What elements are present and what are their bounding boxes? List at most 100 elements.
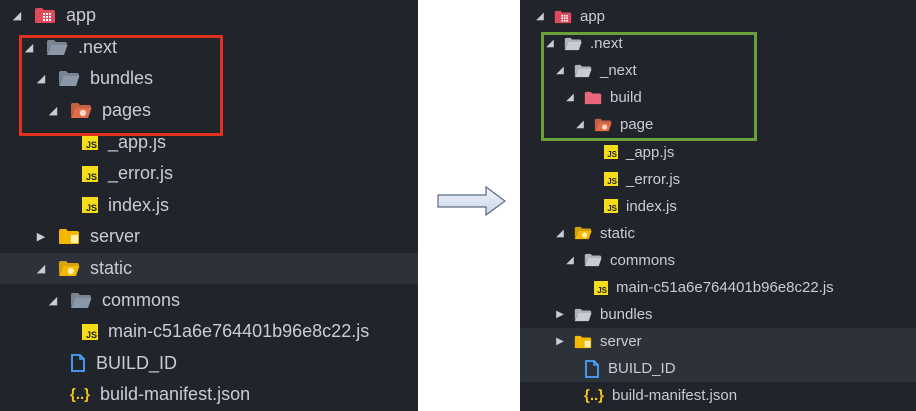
collapsed-twisty-icon[interactable]: ▶: [556, 309, 564, 321]
collapsed-twisty-icon[interactable]: ▶: [36, 231, 46, 244]
tree-item-label: bundles: [90, 68, 154, 89]
tree-row[interactable]: {..} build-manifest.json: [0, 379, 418, 411]
tree-item-label: _error.js: [108, 163, 174, 184]
js-file-icon: JS: [82, 165, 98, 182]
tree-row[interactable]: ◢ page: [520, 111, 916, 138]
expanded-twisty-icon[interactable]: ◢: [12, 10, 22, 23]
tree-item-label: main-c51a6e764401b96e8c22.js: [108, 321, 370, 342]
json-file-icon: {..}: [584, 387, 605, 405]
expanded-twisty-icon[interactable]: ◢: [48, 294, 58, 307]
tree-row[interactable]: ◢ commons: [520, 247, 916, 274]
tree-row[interactable]: ◢ static: [0, 252, 418, 285]
folder-icon: [584, 253, 602, 267]
tree-row[interactable]: ▶ server: [0, 221, 418, 253]
folder-icon: [70, 292, 92, 309]
tree-item-label: app: [580, 8, 606, 26]
expanded-twisty-icon[interactable]: ◢: [48, 105, 58, 118]
tree-item-label: build-manifest.json: [612, 387, 738, 405]
expanded-twisty-icon[interactable]: ◢: [576, 119, 584, 131]
server-folder-icon: [574, 335, 592, 349]
folder-icon: [564, 37, 582, 51]
tree-row[interactable]: JS _app.js: [520, 139, 916, 166]
build-folder-icon: [584, 91, 602, 105]
tree-item-label: server: [90, 226, 141, 247]
tree-row[interactable]: JS index.js: [520, 193, 916, 220]
tree-row[interactable]: ◢ .next: [520, 30, 916, 57]
tree-item-label: _error.js: [626, 170, 681, 188]
tree-item-label: build-manifest.json: [100, 384, 251, 405]
js-file-icon: JS: [604, 172, 618, 187]
tree-item-label: BUILD_ID: [608, 360, 676, 378]
expanded-twisty-icon[interactable]: ◢: [566, 92, 574, 104]
tree-row[interactable]: ▶ bundles: [520, 301, 916, 328]
tree-item-label: commons: [102, 289, 181, 310]
tree-row[interactable]: ◢ _next: [520, 57, 916, 84]
tree-row[interactable]: ◢ commons: [0, 284, 418, 316]
tree-row[interactable]: BUILD_ID: [0, 348, 418, 380]
tree-row[interactable]: ◢ build: [520, 84, 916, 111]
tree-row[interactable]: ◢ .next: [0, 32, 418, 64]
tree-item-label: bundles: [600, 306, 653, 324]
tree-item-label: commons: [610, 251, 676, 269]
tree-row[interactable]: ◢ app: [0, 0, 418, 32]
tree-row[interactable]: {..} build-manifest.json: [520, 382, 916, 409]
document-icon: [70, 354, 86, 373]
tree-item-label: app: [66, 5, 97, 26]
folder-icon: [58, 70, 80, 87]
tree-item-label: static: [600, 224, 636, 242]
expanded-twisty-icon[interactable]: ◢: [36, 73, 46, 86]
tree-item-label: _next: [600, 62, 637, 80]
tree-item-label: static: [90, 258, 133, 279]
folder-icon: [574, 308, 592, 322]
tree-item-label: page: [620, 116, 654, 134]
tree-row[interactable]: ◢ bundles: [0, 63, 418, 95]
expanded-twisty-icon[interactable]: ◢: [556, 227, 564, 239]
expanded-twisty-icon[interactable]: ◢: [566, 254, 574, 266]
tree-row[interactable]: ▶ server: [520, 328, 916, 356]
tree-item-label: BUILD_ID: [96, 352, 178, 373]
tree-row[interactable]: ◢ app: [520, 3, 916, 30]
tree-row[interactable]: JS main-c51a6e764401b96e8c22.js: [0, 316, 418, 348]
tree-row[interactable]: JS _app.js: [0, 126, 418, 158]
collapsed-twisty-icon[interactable]: ▶: [556, 336, 564, 348]
tree-item-label: .next: [590, 35, 623, 53]
arrow-right-icon: [437, 186, 507, 216]
expanded-twisty-icon[interactable]: ◢: [536, 11, 544, 23]
tree-item-label: _app.js: [626, 143, 675, 161]
folder-icon: [574, 64, 592, 78]
js-file-icon: JS: [82, 197, 98, 214]
static-folder-icon: [574, 226, 592, 240]
js-file-icon: JS: [82, 323, 98, 340]
static-folder-icon: [58, 260, 80, 277]
expanded-twisty-icon[interactable]: ◢: [24, 41, 34, 54]
tree-item-label: .next: [78, 36, 118, 57]
tree-row[interactable]: JS main-c51a6e764401b96e8c22.js: [520, 274, 916, 301]
tree-item-label: index.js: [108, 194, 170, 215]
folder-icon: [46, 39, 68, 56]
tree-item-label: index.js: [626, 197, 677, 215]
tree-item-label: server: [600, 333, 642, 351]
tree-item-label: main-c51a6e764401b96e8c22.js: [616, 279, 834, 297]
json-file-icon: {..}: [70, 386, 91, 404]
tree-row[interactable]: JS _error.js: [520, 166, 916, 193]
tree-item-label: _app.js: [108, 131, 167, 152]
pages-folder-icon: [70, 102, 92, 119]
tree-row[interactable]: JS _error.js: [0, 158, 418, 190]
js-file-icon: JS: [594, 280, 608, 295]
expanded-twisty-icon[interactable]: ◢: [36, 263, 46, 276]
pages-folder-icon: [594, 118, 612, 132]
expanded-twisty-icon[interactable]: ◢: [546, 38, 554, 50]
js-file-icon: JS: [604, 145, 618, 160]
document-icon: [584, 359, 600, 378]
app-folder-icon: [554, 10, 572, 24]
tree-item-label: build: [610, 89, 642, 107]
tree-row[interactable]: JS index.js: [0, 190, 418, 222]
expanded-twisty-icon[interactable]: ◢: [556, 65, 564, 77]
tree-item-label: pages: [102, 100, 152, 121]
tree-row[interactable]: ◢ pages: [0, 95, 418, 127]
js-file-icon: JS: [604, 199, 618, 214]
tree-row[interactable]: BUILD_ID: [520, 355, 916, 383]
tree-row[interactable]: ◢ static: [520, 220, 916, 247]
js-file-icon: JS: [82, 134, 98, 151]
